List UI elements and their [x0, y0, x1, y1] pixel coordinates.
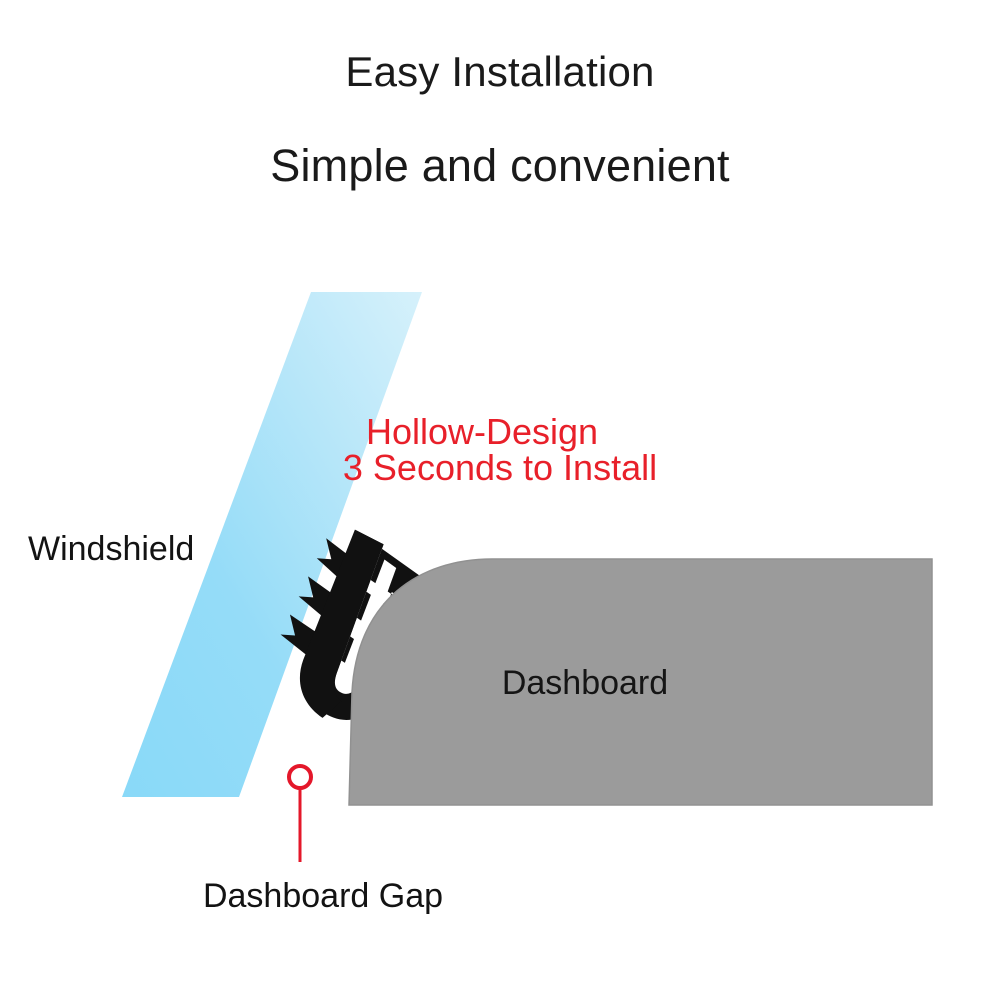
seal-left-wall — [300, 529, 384, 718]
callout-line-2: 3 Seconds to Install — [343, 447, 657, 488]
hollow-design-callout: Hollow-Design 3 Seconds to Install — [343, 411, 657, 488]
gap-marker-circle — [287, 764, 313, 790]
seal-hollow-cavity — [340, 559, 397, 687]
dashboard-gap-pointer — [287, 764, 313, 862]
headline-primary: Easy Installation — [345, 48, 655, 95]
windshield-shape — [122, 292, 422, 797]
windshield-glass — [122, 292, 422, 797]
headline-secondary: Simple and convenient — [270, 140, 730, 191]
dashboard-shape — [348, 558, 933, 806]
label-dashboard-gap: Dashboard Gap — [203, 877, 443, 915]
label-dashboard: Dashboard — [502, 664, 668, 702]
label-windshield: Windshield — [28, 530, 194, 568]
dashboard-panel — [348, 558, 933, 806]
callout-line-1: Hollow-Design — [366, 411, 598, 452]
